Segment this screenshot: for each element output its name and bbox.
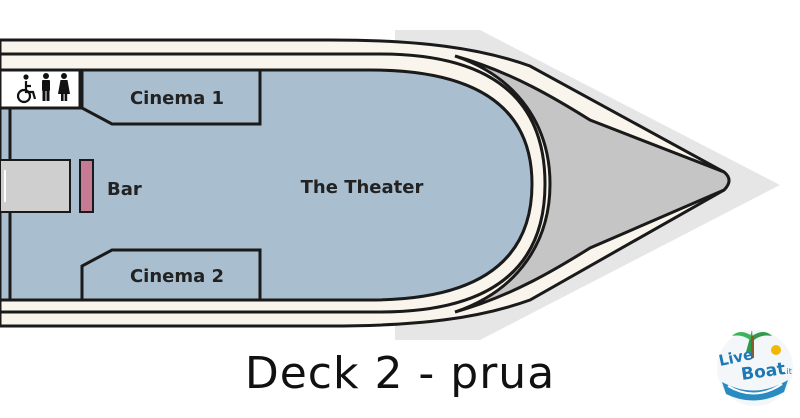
deck-caption: Deck 2 - prua bbox=[244, 348, 556, 399]
theater-label: The Theater bbox=[301, 177, 424, 198]
deck-outer-line bbox=[0, 52, 547, 314]
liveboat-logo: Live Boat .it bbox=[717, 330, 793, 406]
bar-service-area bbox=[0, 159, 71, 213]
bar-counter bbox=[79, 159, 94, 213]
cinema-1-label: Cinema 1 bbox=[130, 88, 224, 109]
deck-plan: Cinema 1 Cinema 2 Bar The Theater bbox=[0, 30, 780, 340]
cinema-1-room bbox=[80, 68, 262, 126]
man-icon bbox=[42, 73, 50, 101]
accessible-icon bbox=[16, 74, 37, 104]
deck-area bbox=[0, 68, 534, 302]
woman-icon bbox=[58, 73, 70, 101]
cinema-2-room bbox=[80, 248, 262, 302]
logo-suffix: .it bbox=[784, 367, 792, 376]
bar-label: Bar bbox=[107, 179, 142, 200]
cinema-2-label: Cinema 2 bbox=[130, 266, 224, 287]
bow-section bbox=[454, 54, 731, 314]
